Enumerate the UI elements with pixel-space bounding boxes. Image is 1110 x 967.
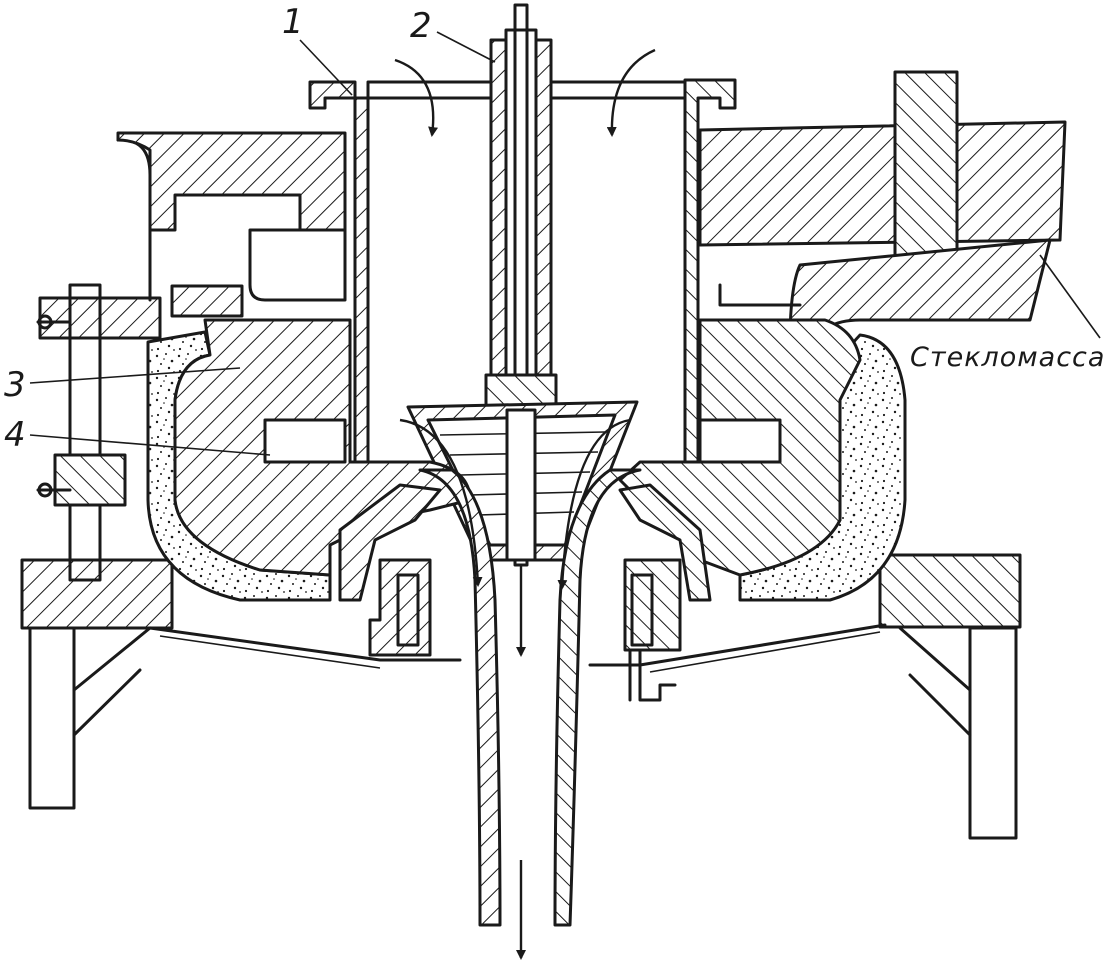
label-part-3: 3 [4,365,26,405]
label-part-1: 1 [282,2,304,42]
label-part-4: 4 [4,415,26,455]
orifice-ring [338,483,712,702]
leader-lines [29,31,1101,456]
base-frame [20,553,1022,840]
upper-housing-left [116,131,347,318]
upper-housing-right [698,70,1067,377]
flow-arrows [394,48,656,960]
tie-rod-left [36,283,162,582]
label-part-2: 2 [410,6,432,46]
label-glass-melt: Стекломасса [910,342,1106,373]
